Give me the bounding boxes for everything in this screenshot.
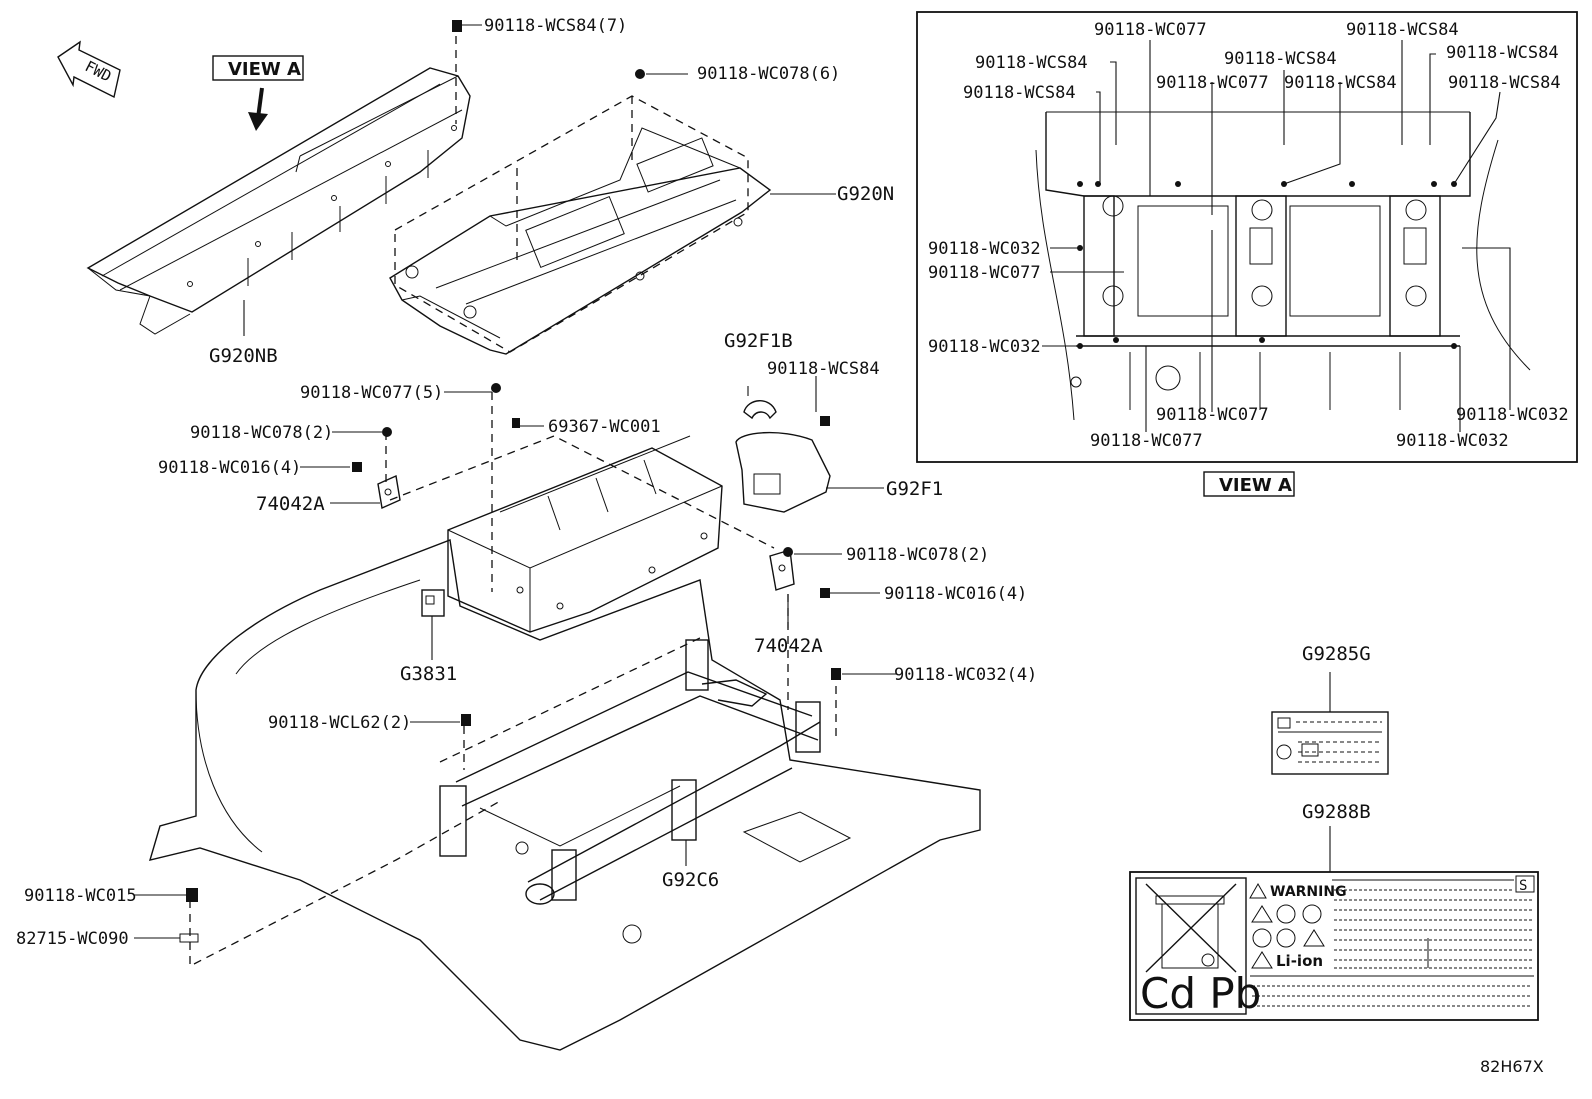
view-label-8: 90118-WCS84: [1284, 73, 1397, 93]
view-label-10: 90118-WC032: [928, 239, 1041, 259]
label-wc078-2a: 90118-WC078(2): [190, 423, 333, 443]
view-label-3: 90118-WCS84: [963, 83, 1076, 103]
label-g3831: G3831: [400, 663, 457, 685]
label-g9285g: G9285G: [1302, 643, 1371, 665]
fwd-label: FWD: [82, 57, 114, 85]
bracket-74042a-left: [377, 474, 401, 510]
label-g920nb: G920NB: [209, 345, 278, 367]
view-label-9: 90118-WCS84: [1448, 73, 1561, 93]
label-wcl62-2: 90118-WCL62(2): [268, 713, 411, 733]
connector-g3831: [421, 589, 445, 617]
view-a-label-bottom: VIEW A: [1219, 475, 1292, 496]
view-a-inset: [916, 11, 1578, 463]
view-label-12: 90118-WC032: [928, 337, 1041, 357]
warning-text-lines: [1250, 889, 1534, 1007]
caution-label-g9285g: [1271, 711, 1389, 775]
crossed-bin-icon: [1145, 883, 1237, 973]
view-label-6: 90118-WCS84: [1446, 43, 1559, 63]
label-wc032-4: 90118-WC032(4): [894, 665, 1037, 685]
view-a-tag-bottom: VIEW A: [1203, 471, 1295, 497]
label-wc015: 90118-WC015: [24, 886, 137, 906]
label-wc016-4a: 90118-WC016(4): [158, 458, 301, 478]
label-wc001: 69367-WC001: [548, 417, 661, 437]
hazard-symbol-icons: [1251, 904, 1325, 969]
view-label-15: 90118-WC032: [1456, 405, 1569, 425]
label-wc078-2b: 90118-WC078(2): [846, 545, 989, 565]
view-a-tag-top: VIEW A: [212, 55, 304, 81]
label-wc077-5: 90118-WC077(5): [300, 383, 443, 403]
label-s-cell: S: [1519, 878, 1527, 894]
view-label-4: 90118-WCS84: [1224, 49, 1337, 69]
battery-frame-g920n: [389, 127, 772, 355]
warning-label-g9288b: Cd Pb WARNING Li-ion S: [1129, 871, 1539, 1021]
label-g920n: G920N: [837, 183, 894, 205]
cd-pb-text: Cd Pb: [1140, 969, 1261, 1018]
li-ion-text: Li-ion: [1276, 952, 1323, 970]
battery-cover-g920nb: [86, 67, 471, 335]
label-74042a-right: 74042A: [754, 635, 823, 657]
view-label-7: 90118-WC077: [1156, 73, 1269, 93]
view-label-13: 90118-WC077: [1156, 405, 1269, 425]
label-g92f1b: G92F1B: [724, 330, 793, 352]
label-wc016-4b: 90118-WC016(4): [884, 584, 1027, 604]
view-label-5: 90118-WCS84: [1346, 20, 1459, 40]
drawing-code: 82H67X: [1480, 1057, 1544, 1076]
view-label-14: 90118-WC077: [1090, 431, 1203, 451]
label-g9288b: G9288B: [1302, 801, 1371, 823]
main-part-labels: 90118-WCS84(7) 90118-WC078(6) G920N G920…: [16, 16, 1371, 949]
battery-pack: [447, 435, 723, 633]
label-wc078-6: 90118-WC078(6): [697, 64, 840, 84]
label-g92f1: G92F1: [886, 478, 943, 500]
label-74042a-left: 74042A: [256, 493, 325, 515]
view-direction-arrow-icon: [248, 87, 268, 131]
warning-triangle-icon: [1249, 882, 1267, 899]
label-wcs84: 90118-WCS84: [767, 359, 880, 379]
crossmember-g92c6: [439, 639, 821, 905]
duct-g92f1: [735, 431, 831, 513]
view-a-label-top: VIEW A: [228, 59, 301, 80]
label-wcs84-7: 90118-WCS84(7): [484, 16, 627, 36]
view-a-part-labels: 90118-WC077 90118-WCS84 90118-WCS84 9011…: [928, 20, 1569, 451]
clip-g92f1b: [743, 400, 777, 420]
warning-title: WARNING: [1270, 884, 1347, 900]
main-leader-lines: [134, 24, 1331, 939]
view-label-2: 90118-WCS84: [975, 53, 1088, 73]
label-g92c6: G92C6: [662, 869, 719, 891]
fasteners: [179, 20, 841, 943]
forward-arrow-icon: FWD: [57, 40, 121, 99]
view-label-16: 90118-WC032: [1396, 431, 1509, 451]
vehicle-floor-panel: [148, 539, 981, 1051]
label-wc090: 82715-WC090: [16, 929, 129, 949]
view-label-11: 90118-WC077: [928, 263, 1041, 283]
view-label-1: 90118-WC077: [1094, 20, 1207, 40]
assembly-guide-lines: [189, 36, 837, 966]
